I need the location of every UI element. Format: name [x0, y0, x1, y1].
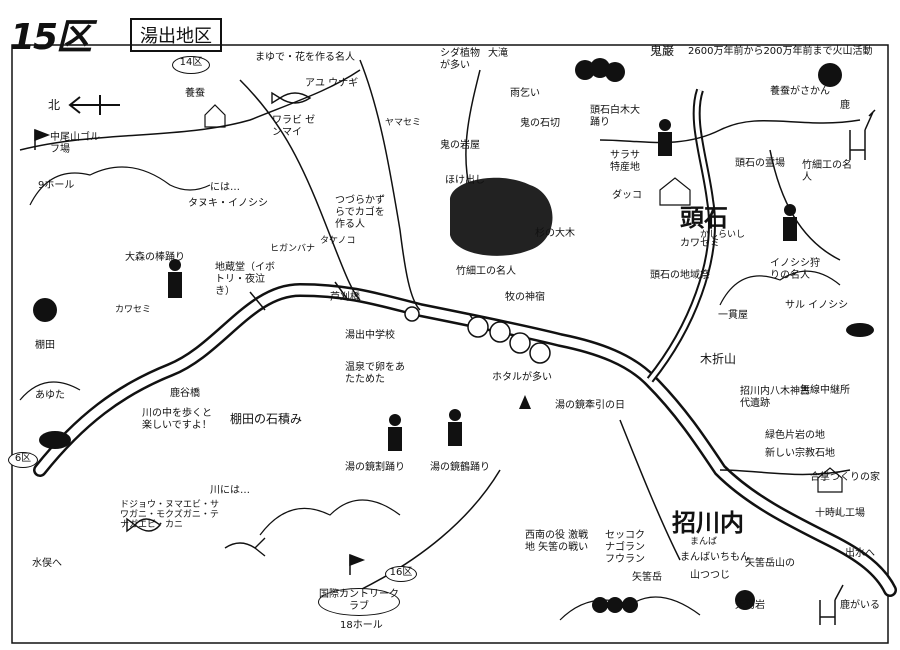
shrimp-icon: [224, 537, 266, 557]
label-hole9: 9ホール: [38, 180, 75, 191]
label-kawasemi: カワセミ: [115, 305, 152, 315]
label-yubana: 湯の鏡牽引の日: [555, 400, 625, 411]
label-ku16: 16区: [385, 566, 417, 582]
house-icon: [204, 104, 843, 493]
label-kiki-note: 2600万年前から200万年前まで火山活動: [688, 46, 873, 57]
label-ki-orizaka: 木折山: [700, 352, 737, 366]
label-yamatsutsuji: 山つつじ: [690, 570, 730, 581]
label-deer-bottom: 鹿がいる: [840, 600, 880, 611]
label-kashira-furi: かしらいし: [700, 230, 746, 240]
label-sugi: 杉の大木: [535, 228, 575, 239]
label-musen: 無線中継所: [800, 385, 850, 396]
district-number: 15区: [10, 17, 92, 58]
label-kaimizu: 牧の神宿: [505, 292, 545, 303]
label-yude-kagami2: 湯の鏡鶴踊り: [430, 462, 490, 473]
label-sarayoshi: サラサ 特産地: [610, 150, 640, 173]
label-ichigo: 一貫屋: [718, 310, 748, 321]
label-takehama: 竹細工の名人: [456, 266, 516, 277]
label-kawa-naka: 川の中を歩くと楽しいですよ！: [142, 408, 212, 431]
label-ryokusei: 緑色片岩の地: [765, 430, 825, 441]
label-yatsukagura: 矢筈岳: [632, 572, 662, 583]
label-kawa-list: ドジョウ・ヌマエビ・サワガニ・モクズガニ・テナガエビ・カニ: [120, 500, 220, 530]
label-nakaoyama: 中尾山ゴルフ場: [50, 132, 100, 155]
label-hatsukaichi: 頭石白木大踊り: [590, 105, 640, 128]
label-yamasemi: ヤマセミ: [385, 118, 422, 128]
label-tanada: 棚田: [35, 340, 55, 351]
label-hokedashi: ほけ出し: [445, 175, 485, 186]
label-yosan-saka: 養蚕がさかん: [770, 86, 830, 97]
label-gasshou: 合掌づくりの家: [810, 472, 880, 483]
label-kokusai: 国際カントリークラブ: [318, 588, 400, 616]
label-nishi-lake: 西南の役 激戦地 矢筈の戦い: [525, 530, 589, 553]
label-marunai-furi: まんば: [690, 537, 718, 547]
label-jizo: 地蔵堂（イボトリ・夜泣き）: [215, 262, 275, 297]
label-izumi: 出水へ: [845, 548, 875, 559]
label-oomori: 大森の棒踊り: [125, 252, 185, 263]
label-ootaki: 大滝: [488, 48, 508, 59]
label-takenoko: タケノコ: [320, 236, 356, 246]
yude-river: [33, 282, 897, 597]
district-circles: [404, 306, 551, 364]
label-ayu: アユ ウナギ: [305, 78, 359, 89]
label-tenpou: 天狗岩: [735, 600, 765, 611]
label-shiba: シダ植物が多い: [440, 48, 480, 71]
label-kawane: カワセミ: [680, 238, 720, 249]
label-oni-ishikiri: 鬼の石切: [520, 118, 560, 129]
label-takehama2: 竹細工の名人: [802, 160, 852, 183]
label-kashira-ishi: 頭石: [680, 204, 728, 232]
label-oni-iwaya: 鬼の岩屋: [440, 140, 480, 151]
label-kohone: 鹿谷橋: [170, 388, 200, 399]
turtle-icon: [39, 323, 874, 449]
label-sekkoku: セッコク ナゴラン フウラン: [605, 530, 645, 565]
label-kashira-shoku: 頭石の地域祭: [650, 270, 710, 281]
firefly-icon: [519, 395, 531, 409]
label-yude-chu: 湯出中学校: [345, 330, 395, 341]
label-sashi-kimu: 新しい宗教石地: [765, 448, 835, 459]
label-kiki-iwa: 鬼巌: [650, 44, 675, 58]
label-yataki: 矢筈岳山の: [745, 558, 795, 569]
roads: [19, 59, 861, 591]
label-deer-top: 鹿: [840, 100, 850, 111]
label-mayude: まゆで・花を作る名人: [255, 52, 355, 63]
label-ni-ha: には…: [210, 182, 240, 193]
label-higanbana: ヒガンバナ: [270, 244, 316, 254]
label-ashikari: 芦刈橋: [330, 292, 360, 303]
label-amagoi: 雨乞い: [510, 88, 540, 99]
label-tsuzura: つづらかずらでカゴを作る人: [335, 195, 385, 230]
flag-icon: [34, 128, 366, 575]
label-kawa-ni-ha: 川には…: [210, 485, 250, 496]
label-north: 北: [48, 98, 61, 112]
north-arrow-icon: [68, 95, 120, 115]
label-marunai-hachi: 招川内八木神古代遺跡: [740, 386, 810, 409]
map-border: [11, 44, 889, 644]
label-hotaru: ホタルが多い: [492, 372, 552, 383]
label-dakko: ダッコ: [612, 190, 642, 201]
label-tanada-ishi: 棚田の石積み: [230, 412, 303, 426]
label-saru: サル イノシシ: [785, 300, 849, 311]
label-tanuki: タヌキ・イノシシ: [188, 198, 268, 209]
label-minamata: 水俣へ: [32, 558, 62, 569]
label-marunai-kanji: まんばいちもん: [680, 552, 750, 563]
label-inoshishi-kari: イノシシ狩りの名人: [770, 258, 820, 281]
label-onsen-nuku: 温泉で卵をあたためた: [345, 362, 405, 385]
label-ku6: 6区: [8, 452, 38, 468]
label-kashirahoku: 頭石の霊場: [735, 158, 785, 169]
forest-blob: [450, 177, 553, 256]
fish-icon: [126, 91, 312, 533]
tree-icon: [33, 58, 842, 613]
deer-icon: [819, 109, 876, 625]
label-yude-kagami: 湯の鏡割踊り: [345, 462, 405, 473]
label-hole18: 18ホール: [340, 620, 383, 631]
person-icon: [168, 119, 797, 451]
label-tokan: 十時乢工場: [815, 508, 865, 519]
label-ayuta: あゆた: [35, 390, 65, 401]
label-yosan: 養蚕: [185, 88, 205, 99]
label-marunai: 招川内: [672, 509, 744, 537]
label-warabi: ワラビ ゼンマイ: [272, 115, 316, 138]
label-ku14: 14区: [172, 56, 210, 74]
district-title: 湯出地区: [130, 18, 222, 52]
